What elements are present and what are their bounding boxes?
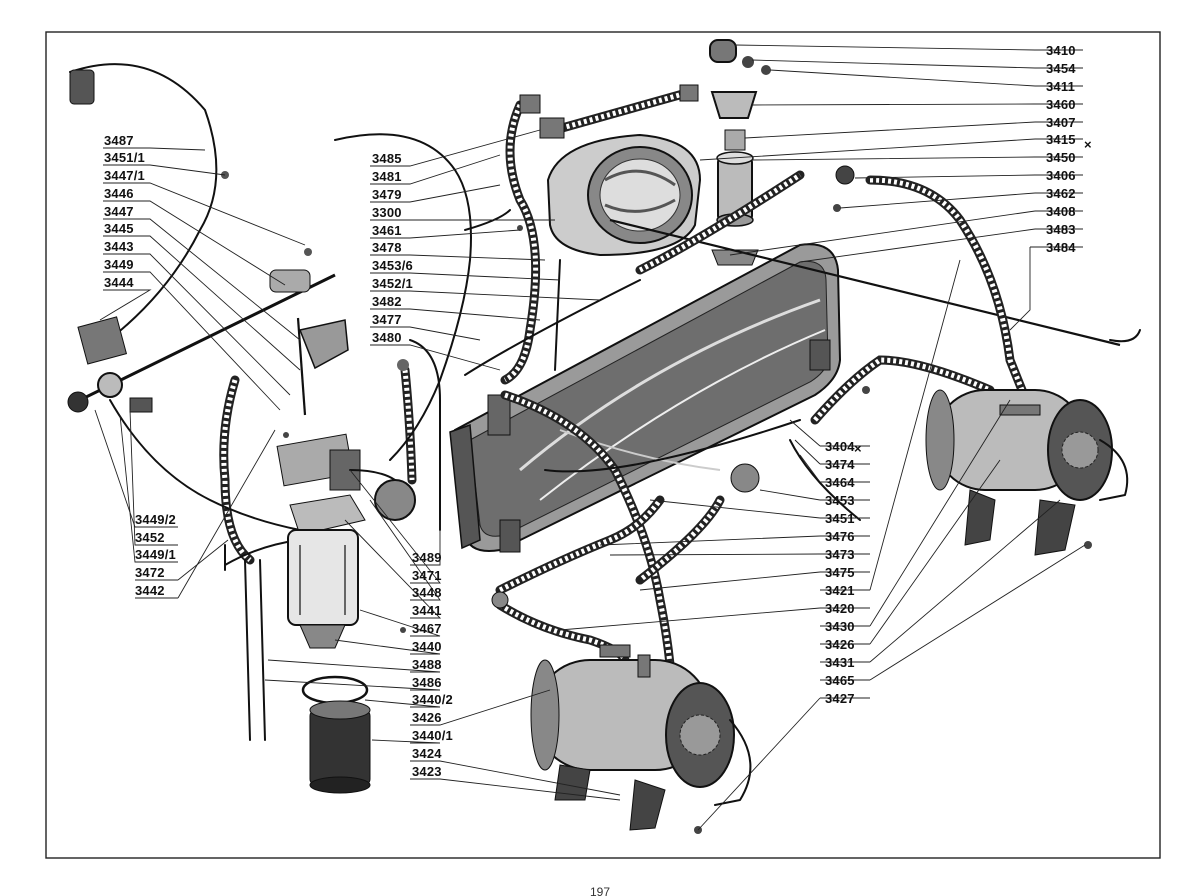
right-callouts: 3410 3454 3411 3460 3407 3415 3450 3406 …	[559, 43, 1092, 831]
label-3479: 3479	[372, 187, 402, 202]
label-3471: 3471	[412, 568, 442, 583]
label-3451-1: 3451/1	[104, 150, 145, 165]
label-3427: 3427	[825, 691, 855, 706]
label-3424: 3424	[412, 746, 442, 761]
label-3440-2: 3440/2	[412, 692, 453, 707]
heater-unit-left	[530, 644, 752, 831]
label-3426-right: 3426	[825, 637, 855, 652]
label-3407: 3407	[1046, 115, 1076, 130]
label-3465: 3465	[825, 673, 855, 688]
label-3440: 3440	[412, 639, 442, 654]
x-mark-3404: ×	[854, 441, 862, 456]
middle-callouts: 3485 3481 3479 3300 3461 3478 3453/6 345…	[370, 129, 601, 371]
label-3486: 3486	[412, 675, 442, 690]
label-3426-center: 3426	[412, 710, 442, 725]
label-3480: 3480	[372, 330, 402, 345]
label-3442: 3442	[135, 583, 165, 598]
label-3420: 3420	[825, 601, 855, 616]
label-3477: 3477	[372, 312, 402, 327]
left-callouts: 3487 3451/1 3447/1 3446 3447 3445 3443 3…	[99, 133, 306, 411]
label-3449: 3449	[104, 257, 134, 272]
label-3464: 3464	[825, 475, 855, 490]
label-3423: 3423	[412, 764, 442, 779]
label-3481: 3481	[372, 169, 402, 184]
label-3473: 3473	[825, 547, 855, 562]
label-3475: 3475	[825, 565, 855, 580]
label-3441: 3441	[412, 603, 442, 618]
label-3452: 3452	[135, 530, 165, 545]
label-3462: 3462	[1046, 186, 1076, 201]
label-3472: 3472	[135, 565, 165, 580]
label-3447-1: 3447/1	[104, 168, 145, 183]
label-3447: 3447	[104, 204, 134, 219]
water-filter-assembly	[276, 433, 416, 794]
label-3482: 3482	[372, 294, 402, 309]
label-3451: 3451	[825, 511, 855, 526]
bottom-left-callouts: 3449/2 3452 3449/1 3472 3442	[94, 409, 276, 599]
label-3487: 3487	[104, 133, 134, 148]
label-3454: 3454	[1046, 61, 1076, 76]
pipes	[224, 133, 861, 741]
label-3461: 3461	[372, 223, 402, 238]
label-3453: 3453	[825, 493, 855, 508]
label-3449-2: 3449/2	[135, 512, 176, 527]
label-3408: 3408	[1046, 204, 1076, 219]
label-3449-1: 3449/1	[135, 547, 176, 562]
label-3450: 3450	[1046, 150, 1076, 165]
label-3431: 3431	[825, 655, 855, 670]
label-3484: 3484	[1046, 240, 1076, 255]
label-3300: 3300	[372, 205, 402, 220]
center-bottom-callouts: 3489 3471 3448 3441 3467 3440 3488 3486 …	[264, 469, 621, 801]
label-3446: 3446	[104, 186, 134, 201]
label-3448: 3448	[412, 585, 442, 600]
plate-frame	[45, 31, 1161, 859]
label-3430: 3430	[825, 619, 855, 634]
label-3410: 3410	[1046, 43, 1076, 58]
radiator-tank	[449, 243, 842, 553]
label-3467: 3467	[412, 621, 442, 636]
header-tank	[546, 133, 702, 257]
label-3478: 3478	[372, 240, 402, 255]
label-3476: 3476	[825, 529, 855, 544]
label-3445: 3445	[104, 221, 134, 236]
label-3415: 3415	[1046, 132, 1076, 147]
label-3485: 3485	[372, 151, 402, 166]
label-3421: 3421	[825, 583, 855, 598]
label-3411: 3411	[1046, 79, 1075, 94]
filler-neck-assembly	[709, 39, 771, 266]
label-3453-6: 3453/6	[372, 258, 413, 273]
heater-control-assembly	[67, 63, 349, 531]
label-3460: 3460	[1046, 97, 1076, 112]
page-number: 197	[590, 885, 610, 896]
label-3489: 3489	[412, 550, 442, 565]
label-3406: 3406	[1046, 168, 1076, 183]
label-3474: 3474	[825, 457, 855, 472]
label-3404: 3404	[825, 439, 855, 454]
label-3444: 3444	[104, 275, 134, 290]
heater-unit-right	[925, 389, 1129, 556]
label-3488: 3488	[412, 657, 442, 672]
label-3452-1: 3452/1	[372, 276, 413, 291]
label-3440-1: 3440/1	[412, 728, 453, 743]
label-3483: 3483	[1046, 222, 1076, 237]
x-mark-3415: ×	[1084, 137, 1092, 152]
label-3443: 3443	[104, 239, 134, 254]
